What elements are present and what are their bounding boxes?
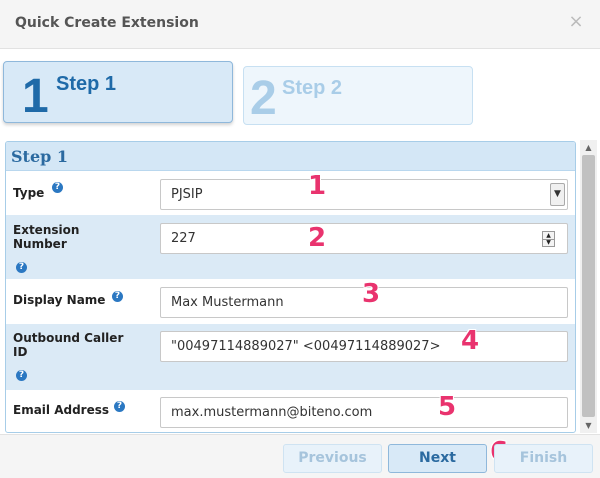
email-address-value: max.mustermann@biteno.com	[171, 405, 373, 420]
annotation-badge-5: 5	[438, 392, 457, 422]
help-icon[interactable]: ?	[52, 182, 63, 193]
outbound-caller-id-label: Outbound Caller ID	[13, 331, 123, 359]
type-row: Type ? PJSIP ▼ 1	[6, 171, 575, 215]
help-icon[interactable]: ?	[112, 291, 123, 302]
display-name-value: Max Mustermann	[171, 295, 284, 310]
number-spinner[interactable]: ▲ ▼	[542, 231, 555, 247]
form-panel: Step 1 Type ? PJSIP ▼ 1 Extension Number…	[5, 141, 576, 433]
email-address-row: Email Address ? max.mustermann@biteno.co…	[6, 390, 575, 432]
scroll-down-icon[interactable]: ▼	[585, 421, 592, 430]
outbound-caller-id-label-line2: ID	[13, 345, 28, 359]
annotation-badge-2: 2	[308, 223, 327, 253]
panel-title: Step 1	[11, 147, 69, 166]
chevron-down-icon[interactable]: ▼	[550, 183, 565, 206]
type-label: Type	[13, 186, 45, 200]
outbound-caller-id-row: Outbound Caller ID ? "00497114889027" <0…	[6, 324, 575, 390]
extension-number-label-line1: Extension	[13, 223, 80, 237]
dialog-header: Quick Create Extension ×	[0, 0, 600, 49]
type-select[interactable]: PJSIP ▼	[160, 179, 568, 210]
step-label: Step 1	[56, 73, 117, 95]
annotation-badge-3: 3	[362, 279, 381, 309]
annotation-badge-4: 4	[461, 326, 480, 356]
spin-down-icon[interactable]: ▼	[546, 239, 551, 246]
step-label: Step 2	[282, 77, 343, 99]
extension-number-input[interactable]: 227 ▲ ▼	[160, 223, 568, 254]
email-address-label: Email Address	[13, 403, 110, 417]
vertical-scrollbar[interactable]: ▲ ▼	[580, 140, 597, 433]
outbound-caller-id-label-line1: Outbound Caller	[13, 331, 124, 345]
display-name-row: Display Name ? Max Mustermann 3	[6, 279, 575, 323]
display-name-label: Display Name	[13, 293, 106, 307]
help-icon[interactable]: ?	[114, 401, 125, 412]
close-button[interactable]: ×	[568, 11, 584, 32]
help-icon[interactable]: ?	[16, 262, 27, 273]
next-button[interactable]: Next	[388, 444, 487, 473]
email-address-input[interactable]: max.mustermann@biteno.com	[160, 397, 568, 428]
outbound-caller-id-input[interactable]: "00497114889027" <00497114889027>	[160, 331, 568, 362]
display-name-input[interactable]: Max Mustermann	[160, 287, 568, 318]
extension-number-row: Extension Number ? 227 ▲ ▼ 2	[6, 215, 575, 279]
panel-header: Step 1	[6, 142, 575, 171]
scroll-up-icon[interactable]: ▲	[585, 143, 592, 152]
dialog-title: Quick Create Extension	[15, 15, 199, 31]
finish-button[interactable]: Finish	[494, 444, 593, 473]
spin-up-icon[interactable]: ▲	[543, 232, 554, 240]
step-number: 1	[22, 70, 49, 123]
step-number: 2	[250, 72, 277, 125]
step-tab-2[interactable]: 2 Step 2	[243, 66, 473, 125]
annotation-badge-1: 1	[308, 171, 327, 201]
extension-number-label-line2: Number	[13, 237, 67, 251]
extension-number-label: Extension Number	[13, 223, 79, 251]
dialog-footer: Previous Next 6 Finish	[0, 434, 600, 478]
outbound-caller-id-value: "00497114889027" <00497114889027>	[171, 339, 441, 354]
extension-number-value: 227	[171, 231, 196, 246]
help-icon[interactable]: ?	[16, 370, 27, 381]
previous-button[interactable]: Previous	[283, 444, 382, 473]
type-select-value: PJSIP	[171, 187, 203, 202]
scroll-thumb[interactable]	[582, 155, 595, 417]
step-tab-1[interactable]: 1 Step 1	[3, 61, 233, 123]
